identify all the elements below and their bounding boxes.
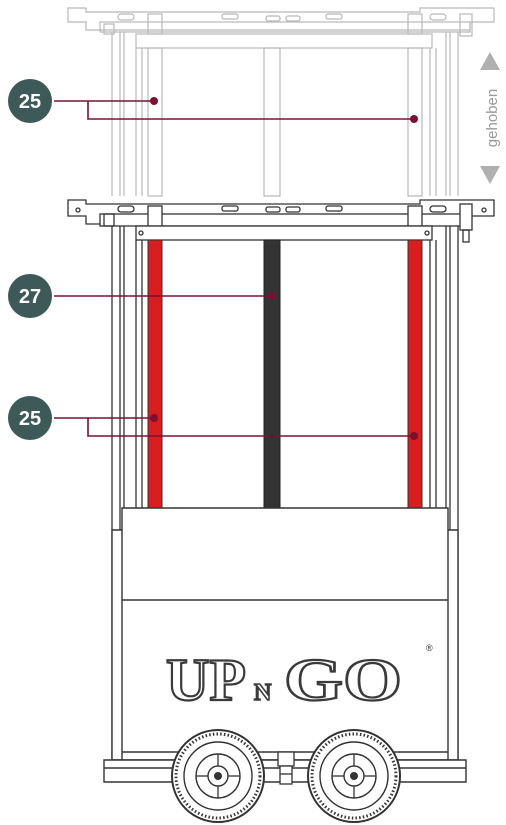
callout-27: 27 [8,274,276,318]
brand-logo: UP N GO ® [165,643,433,714]
main-frame [67,199,495,760]
callout-25-bottom: 25 [8,396,418,440]
leader-dot [410,432,418,440]
logo-up: UP [166,647,246,713]
callout-badge [8,79,52,123]
callout-number: 25 [19,408,41,430]
callout-number: 25 [19,91,41,113]
callout-25-top: 25 [8,79,418,123]
callout-badge [8,274,52,318]
logo-registered-mark: ® [426,643,433,653]
center-column [263,239,281,511]
leader-dot [410,115,418,123]
telescopic-column-left [147,239,163,511]
callout-badge [8,396,52,440]
raised-frame-ghost [67,7,495,197]
leader-dot [150,414,158,422]
leader-dot [150,97,158,105]
logo-go: GO [284,647,402,713]
arrow-up-icon [480,52,500,70]
hitch-connector [277,751,295,785]
telescopic-column-right [407,239,423,511]
wheel-right [307,729,401,823]
leader-line [87,101,414,120]
base-housing [103,507,467,783]
side-label: gehoben [484,89,501,147]
leader-dot [268,292,276,300]
leader-line [87,418,414,437]
lift-direction-indicator: gehoben [480,52,501,184]
callout-number: 27 [19,286,41,308]
wheel-left [171,729,265,823]
logo-n: N [254,680,272,706]
arrow-down-icon [480,166,500,184]
